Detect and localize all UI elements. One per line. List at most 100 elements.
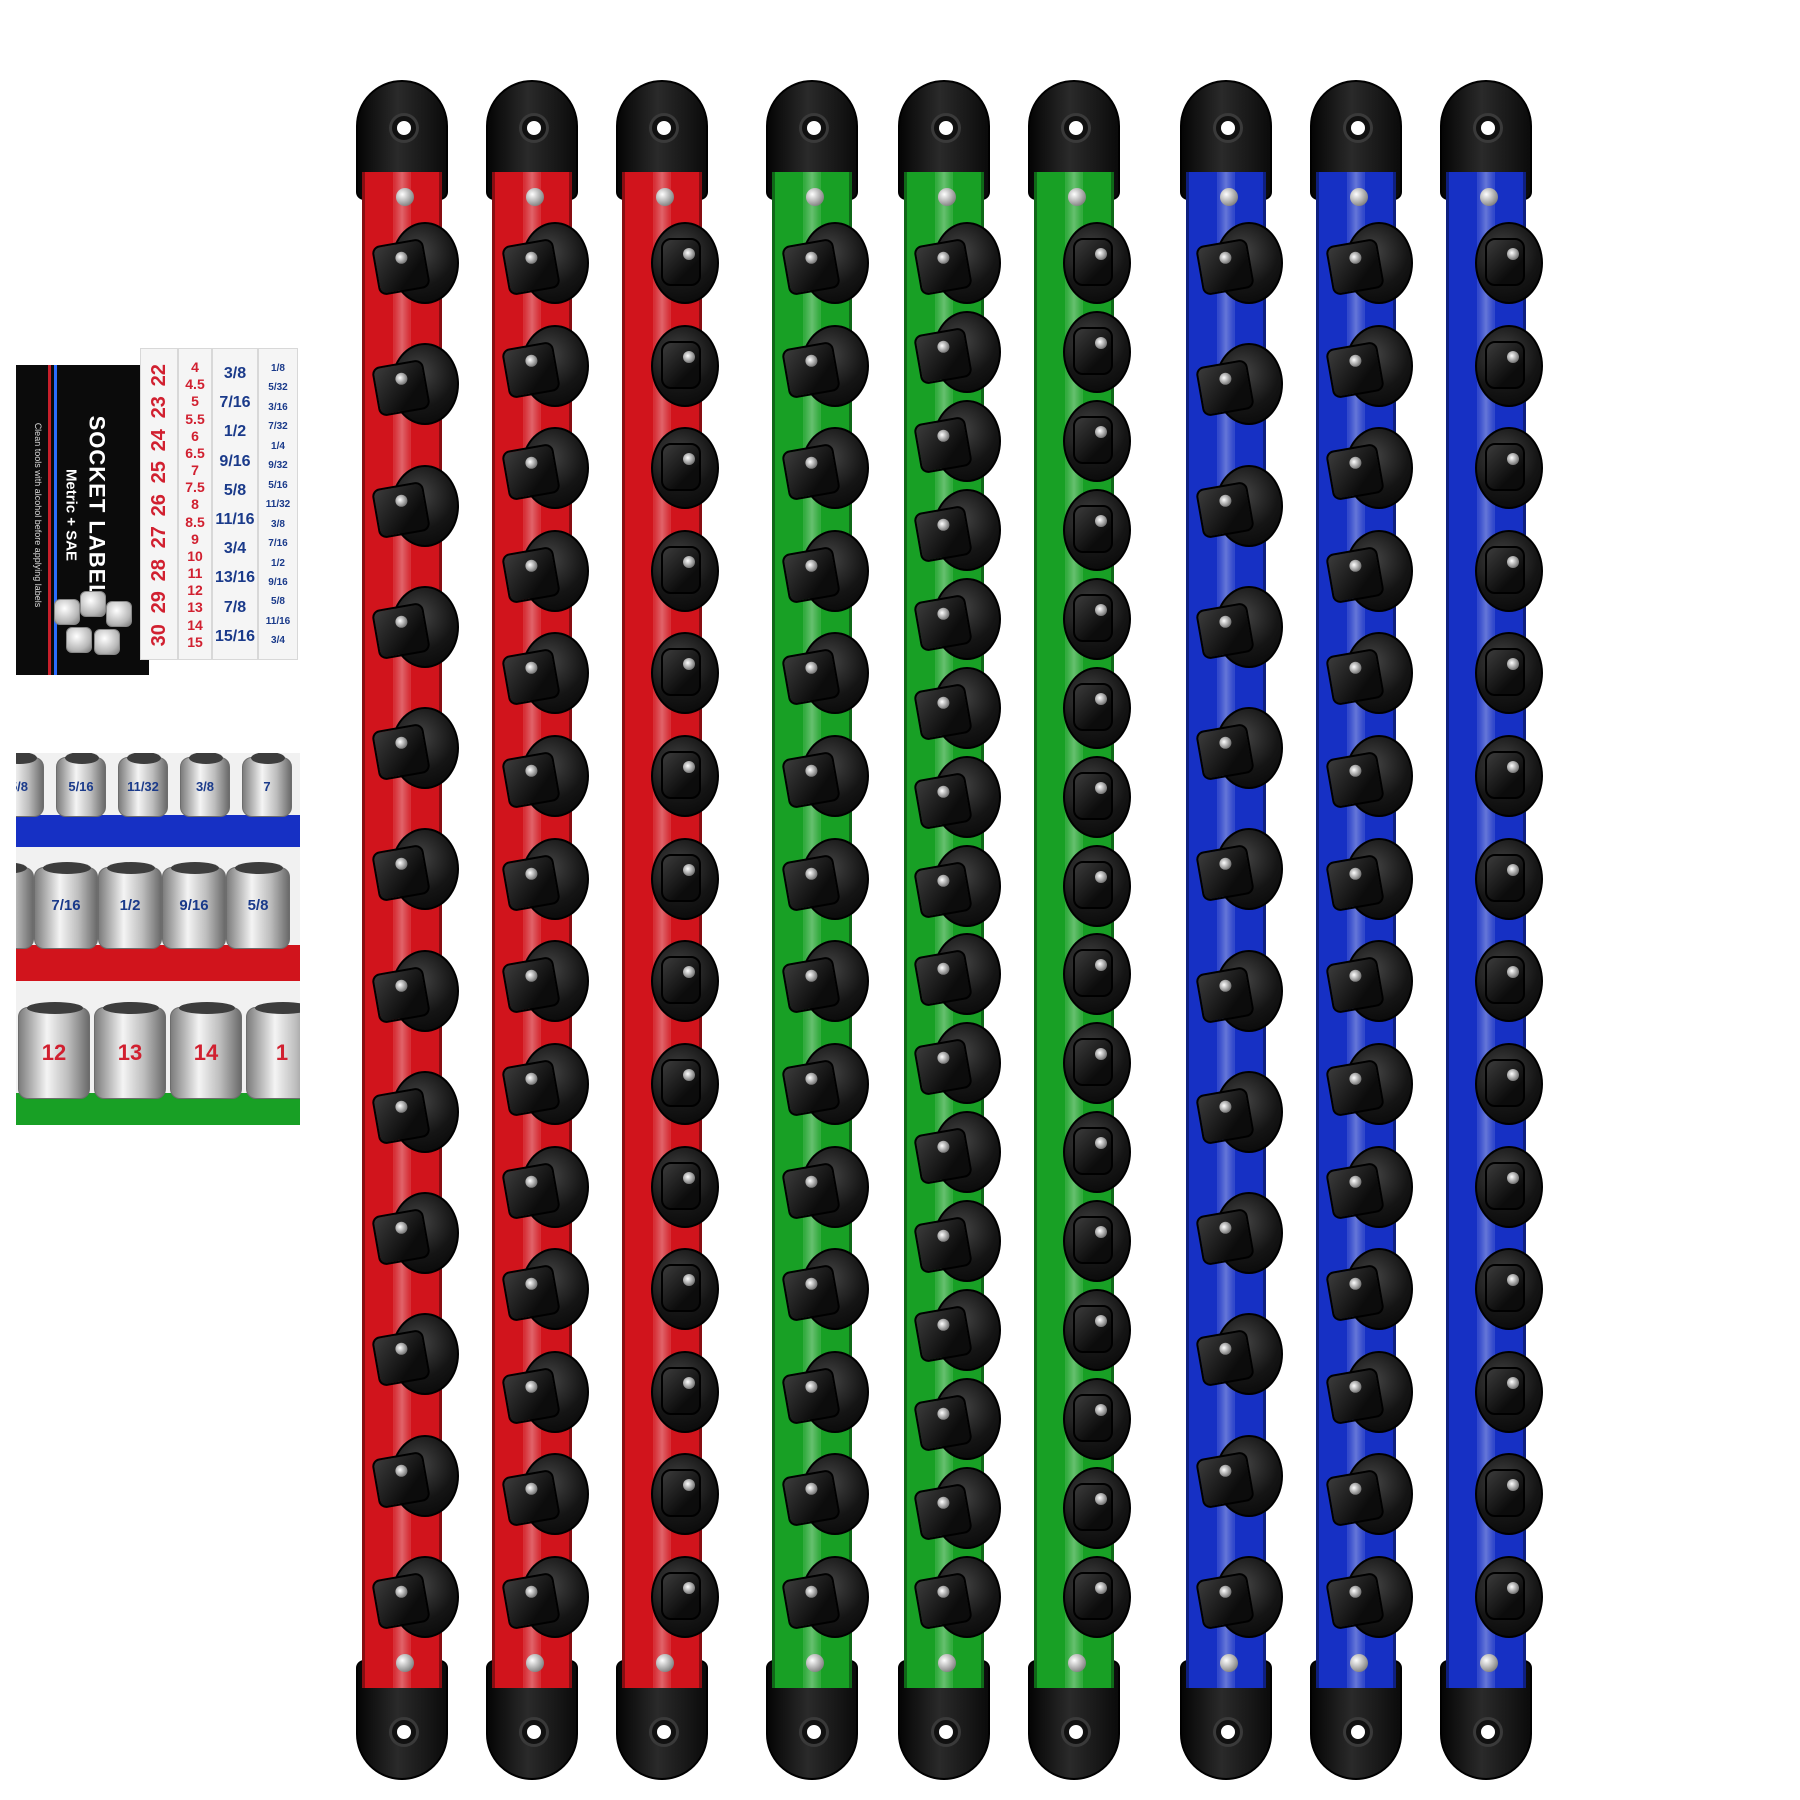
socket-clip[interactable]	[651, 1248, 719, 1331]
socket-clip[interactable]	[1195, 1556, 1283, 1638]
socket-clip[interactable]	[1325, 427, 1413, 510]
socket-clip[interactable]	[913, 933, 1001, 1016]
socket-clip[interactable]	[1325, 940, 1413, 1023]
socket-clip[interactable]	[1325, 735, 1413, 818]
socket-clip[interactable]	[1325, 1248, 1413, 1331]
socket-clip[interactable]	[781, 940, 869, 1023]
socket-clip[interactable]	[781, 632, 869, 715]
socket-clip[interactable]	[1475, 735, 1543, 818]
socket-clip[interactable]	[1325, 324, 1413, 407]
socket-clip[interactable]	[501, 529, 589, 612]
socket-clip[interactable]	[651, 529, 719, 612]
socket-clip[interactable]	[781, 837, 869, 920]
socket-clip[interactable]	[1063, 310, 1131, 393]
socket-clip[interactable]	[1475, 222, 1543, 304]
socket-clip[interactable]	[651, 632, 719, 715]
socket-clip[interactable]	[651, 1453, 719, 1536]
socket-clip[interactable]	[1325, 632, 1413, 715]
socket-clip[interactable]	[501, 324, 589, 407]
socket-clip[interactable]	[501, 1350, 589, 1433]
socket-clip[interactable]	[371, 1192, 459, 1275]
socket-clip[interactable]	[371, 1070, 459, 1153]
socket-clip[interactable]	[651, 324, 719, 407]
socket-clip[interactable]	[1325, 1042, 1413, 1125]
socket-clip[interactable]	[1475, 1556, 1543, 1638]
socket-clip[interactable]	[1195, 222, 1283, 304]
socket-clip[interactable]	[1063, 1556, 1131, 1638]
socket-clip[interactable]	[651, 1556, 719, 1638]
socket-clip[interactable]	[371, 222, 459, 304]
socket-clip[interactable]	[651, 940, 719, 1023]
socket-clip[interactable]	[913, 399, 1001, 482]
socket-clip[interactable]	[371, 585, 459, 668]
socket-clip[interactable]	[1063, 1200, 1131, 1283]
socket-clip[interactable]	[651, 735, 719, 818]
socket-clip[interactable]	[371, 707, 459, 790]
socket-clip[interactable]	[913, 222, 1001, 304]
socket-clip[interactable]	[371, 1313, 459, 1396]
socket-clip[interactable]	[1063, 1022, 1131, 1105]
socket-clip[interactable]	[1475, 940, 1543, 1023]
socket-clip[interactable]	[1475, 324, 1543, 407]
socket-clip[interactable]	[1325, 1556, 1413, 1638]
socket-clip[interactable]	[1475, 1145, 1543, 1228]
socket-clip[interactable]	[913, 1022, 1001, 1105]
socket-clip[interactable]	[1475, 837, 1543, 920]
socket-clip[interactable]	[1063, 1378, 1131, 1461]
socket-clip[interactable]	[781, 1556, 869, 1638]
socket-clip[interactable]	[1195, 828, 1283, 911]
socket-clip[interactable]	[1063, 488, 1131, 571]
socket-clip[interactable]	[913, 1111, 1001, 1194]
socket-clip[interactable]	[651, 222, 719, 304]
socket-clip[interactable]	[913, 755, 1001, 838]
socket-clip[interactable]	[371, 1434, 459, 1517]
socket-clip[interactable]	[913, 577, 1001, 660]
socket-clip[interactable]	[1063, 666, 1131, 749]
socket-clip[interactable]	[501, 632, 589, 715]
socket-clip[interactable]	[781, 1453, 869, 1536]
socket-clip[interactable]	[913, 1467, 1001, 1550]
socket-clip[interactable]	[501, 940, 589, 1023]
socket-clip[interactable]	[1325, 222, 1413, 304]
socket-clip[interactable]	[1475, 1042, 1543, 1125]
socket-clip[interactable]	[781, 222, 869, 304]
socket-clip[interactable]	[651, 1145, 719, 1228]
socket-clip[interactable]	[781, 427, 869, 510]
socket-clip[interactable]	[781, 1145, 869, 1228]
socket-clip[interactable]	[781, 529, 869, 612]
socket-clip[interactable]	[371, 828, 459, 911]
socket-clip[interactable]	[913, 488, 1001, 571]
socket-clip[interactable]	[1475, 632, 1543, 715]
socket-clip[interactable]	[781, 324, 869, 407]
socket-clip[interactable]	[781, 1350, 869, 1433]
socket-clip[interactable]	[1475, 1350, 1543, 1433]
socket-clip[interactable]	[1475, 427, 1543, 510]
socket-clip[interactable]	[1195, 1434, 1283, 1517]
socket-clip[interactable]	[1475, 529, 1543, 612]
socket-clip[interactable]	[501, 1453, 589, 1536]
socket-clip[interactable]	[913, 666, 1001, 749]
socket-clip[interactable]	[1063, 755, 1131, 838]
socket-clip[interactable]	[1325, 529, 1413, 612]
socket-clip[interactable]	[1063, 1111, 1131, 1194]
socket-clip[interactable]	[371, 343, 459, 426]
socket-clip[interactable]	[1063, 399, 1131, 482]
socket-clip[interactable]	[501, 735, 589, 818]
socket-clip[interactable]	[1475, 1453, 1543, 1536]
socket-clip[interactable]	[501, 1556, 589, 1638]
socket-clip[interactable]	[1063, 1289, 1131, 1372]
socket-clip[interactable]	[1195, 1070, 1283, 1153]
socket-clip[interactable]	[651, 1042, 719, 1125]
socket-clip[interactable]	[651, 837, 719, 920]
socket-clip[interactable]	[1063, 577, 1131, 660]
socket-clip[interactable]	[501, 427, 589, 510]
socket-clip[interactable]	[371, 949, 459, 1032]
socket-clip[interactable]	[1325, 1350, 1413, 1433]
socket-clip[interactable]	[1063, 222, 1131, 304]
socket-clip[interactable]	[1325, 1145, 1413, 1228]
socket-clip[interactable]	[913, 1200, 1001, 1283]
socket-clip[interactable]	[1195, 707, 1283, 790]
socket-clip[interactable]	[651, 1350, 719, 1433]
socket-clip[interactable]	[1195, 1313, 1283, 1396]
socket-clip[interactable]	[913, 844, 1001, 927]
